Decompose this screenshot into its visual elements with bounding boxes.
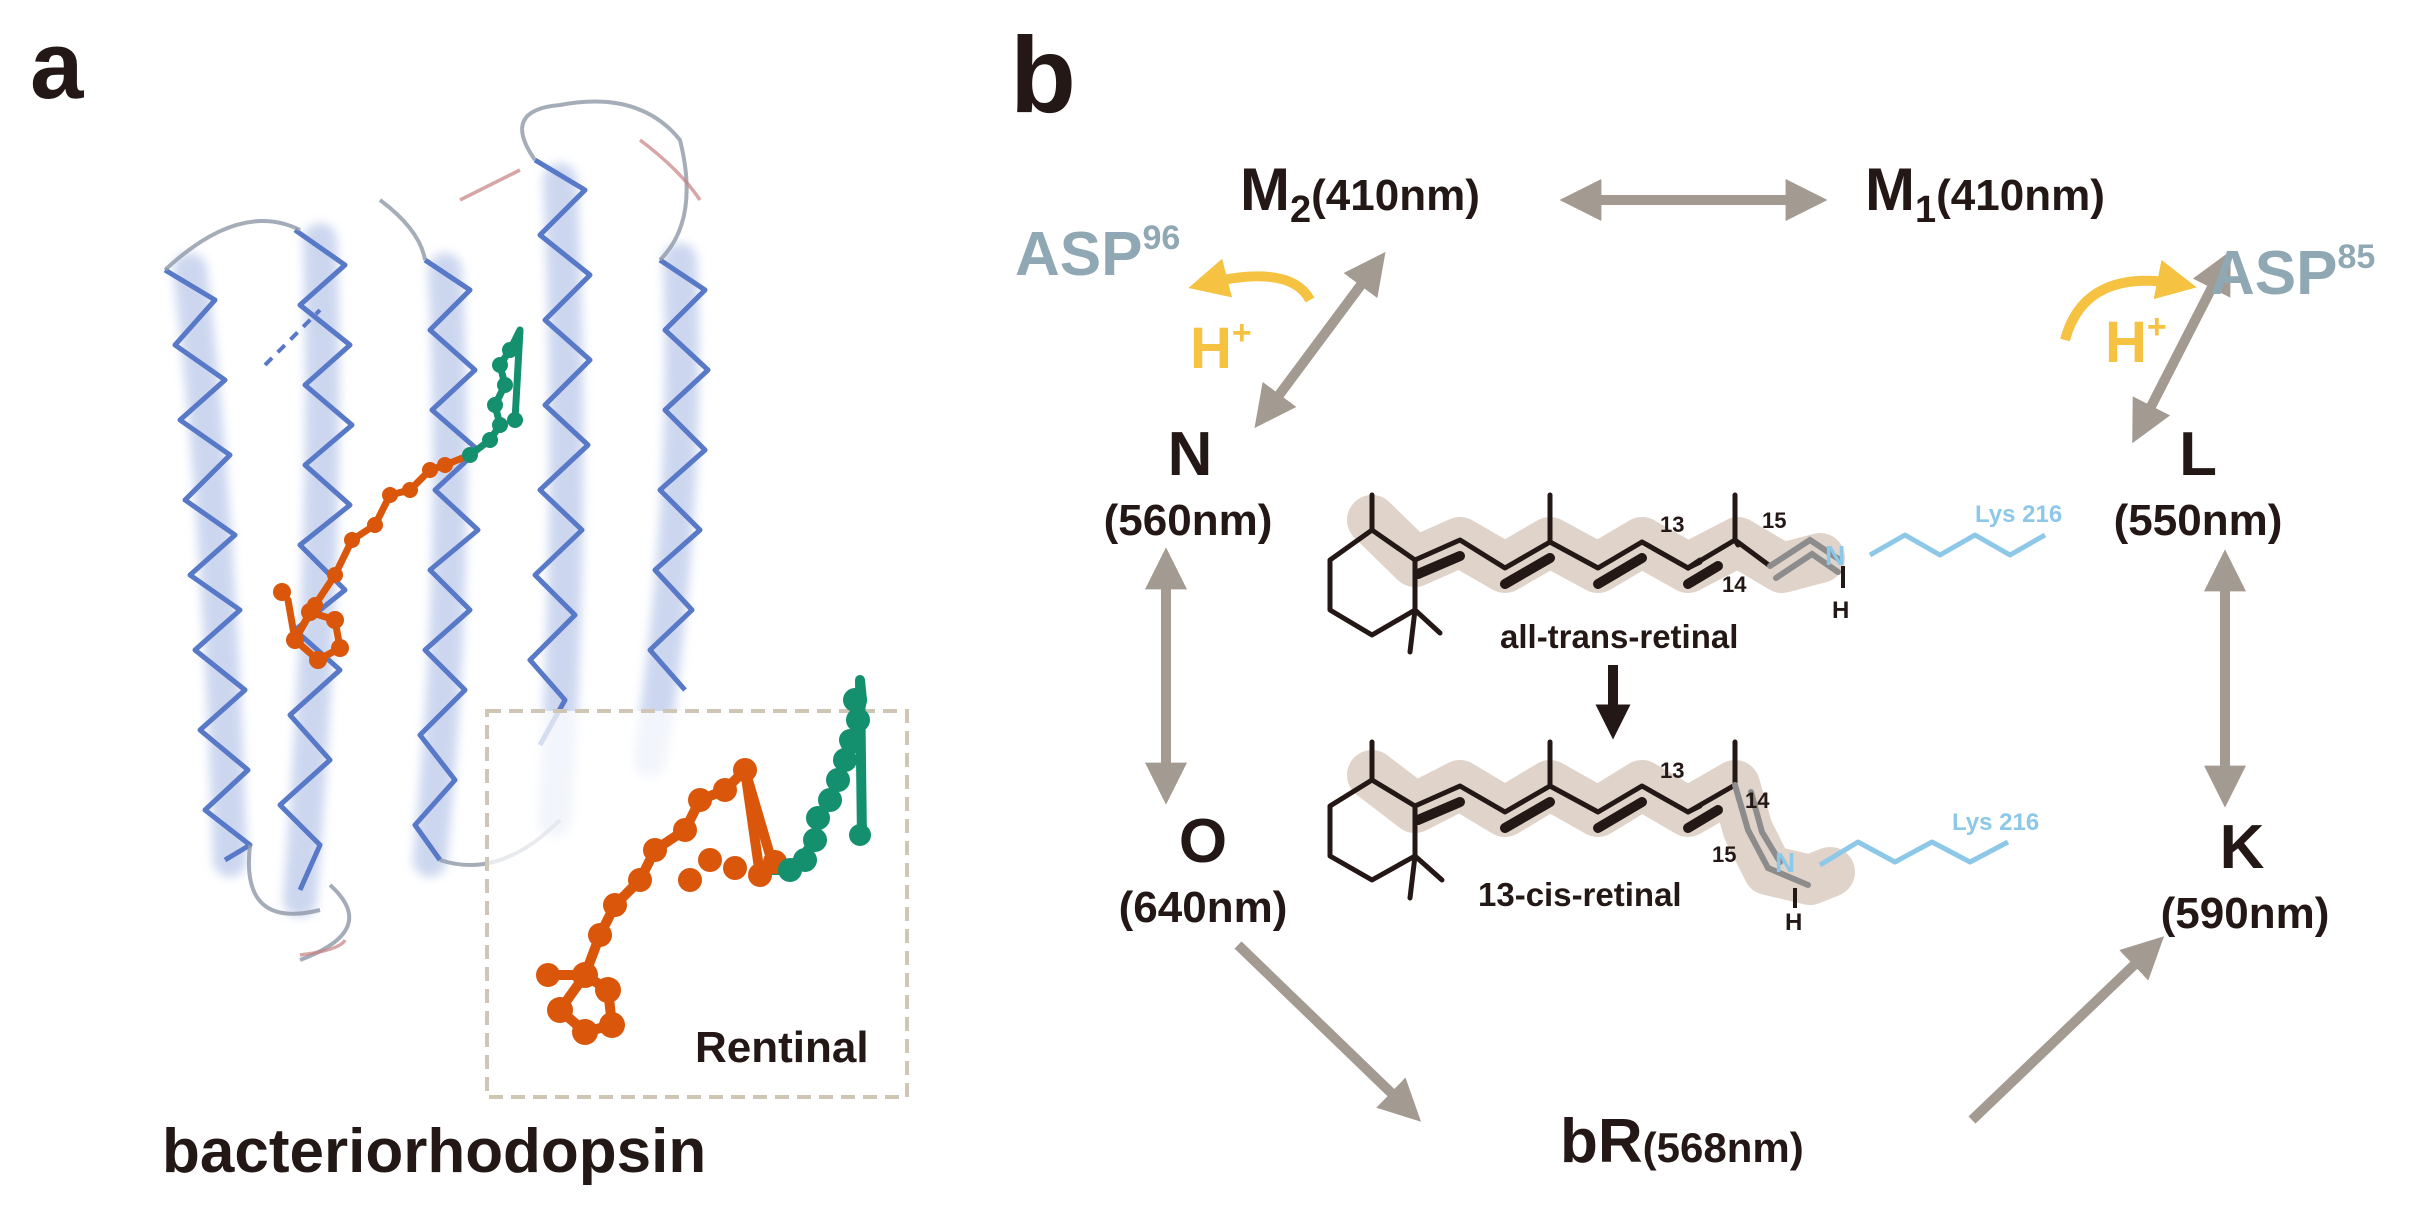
arrow-br-k bbox=[1968, 936, 2165, 1124]
state-l-wavelength: (550nm) bbox=[2114, 496, 2283, 545]
proton-right: H+ bbox=[2105, 308, 2167, 375]
13-cis-c13: 13 bbox=[1660, 758, 1684, 783]
13-cis-lys: Lys 216 bbox=[1952, 809, 2039, 836]
loop-red-layer bbox=[299, 138, 702, 957]
proton-left: H+ bbox=[1190, 314, 1252, 381]
13-cis-retinal-structure: 13-cis-retinal 13 14 15 N H Lys 216 bbox=[1327, 739, 2039, 936]
state-m2: M2(410nm) bbox=[1240, 156, 1480, 231]
13-cis-c14: 14 bbox=[1745, 788, 1770, 813]
state-o-wavelength: (640nm) bbox=[1119, 883, 1288, 932]
all-trans-h: H bbox=[1832, 597, 1849, 624]
state-br-name: bR bbox=[1560, 1107, 1643, 1176]
state-k-wavelength: (590nm) bbox=[2161, 889, 2330, 938]
bacteriorhodopsin-structure bbox=[163, 99, 711, 962]
all-trans-c15: 15 bbox=[1762, 508, 1786, 533]
proton-right-name: H bbox=[2105, 310, 2147, 375]
state-n-wavelength: (560nm) bbox=[1104, 496, 1273, 545]
state-m1: M1(410nm) bbox=[1865, 156, 2105, 231]
state-br-wavelength: (568nm) bbox=[1643, 1124, 1804, 1171]
all-trans-c14: 14 bbox=[1722, 572, 1747, 597]
proton-left-sup: + bbox=[1232, 314, 1252, 352]
state-o-name: O bbox=[1179, 807, 1227, 876]
all-trans-n: N bbox=[1825, 540, 1845, 571]
asp85-sup: 85 bbox=[2337, 238, 2375, 276]
13-cis-h: H bbox=[1785, 909, 1802, 936]
panel-b: b M2(410nm) M1(410nm) N (560nm) L (550nm… bbox=[1010, 14, 2375, 1176]
all-trans-retinal-structure: all-trans-retinal 13 14 15 N H Lys 216 bbox=[1327, 492, 2062, 655]
proton-right-sup: + bbox=[2147, 308, 2167, 346]
c14-bond-top bbox=[1733, 537, 1772, 569]
dashed-loop bbox=[263, 308, 322, 367]
arrow-o-br bbox=[1234, 941, 1422, 1122]
state-m2-sub: 2 bbox=[1290, 189, 1311, 231]
all-trans-c13: 13 bbox=[1660, 512, 1684, 537]
state-n-name: N bbox=[1168, 420, 1213, 489]
retinal-inset-model bbox=[536, 675, 871, 1045]
cycle-arrows bbox=[1145, 179, 2246, 1124]
13-cis-c15: 15 bbox=[1712, 842, 1736, 867]
state-m2-wavelength: (410nm) bbox=[1311, 171, 1480, 220]
all-trans-lys: Lys 216 bbox=[1975, 501, 2062, 528]
asp96-sup: 96 bbox=[1142, 219, 1180, 257]
arrow-n-m2 bbox=[1254, 251, 1386, 429]
all-trans-label: all-trans-retinal bbox=[1500, 618, 1738, 655]
state-br: bR(568nm) bbox=[1560, 1107, 1804, 1176]
state-m1-sub: 1 bbox=[1915, 189, 1936, 231]
protein-caption: bacteriorhodopsin bbox=[162, 1117, 706, 1186]
asp96-label: ASP96 bbox=[1015, 219, 1180, 289]
13-cis-n: N bbox=[1775, 847, 1795, 878]
state-l-name: L bbox=[2179, 420, 2217, 489]
arrow-m1-l bbox=[2132, 250, 2231, 444]
retinal-inset-label: Rentinal bbox=[695, 1023, 869, 1072]
proton-arrow-right bbox=[2060, 259, 2197, 342]
state-m1-name: M bbox=[1865, 156, 1915, 223]
state-m2-name: M bbox=[1240, 156, 1290, 223]
proton-arrow-left bbox=[1188, 258, 1315, 303]
asp85-label: ASP85 bbox=[2210, 238, 2375, 308]
state-m1-wavelength: (410nm) bbox=[1936, 171, 2105, 220]
panel-a-letter: a bbox=[30, 12, 84, 119]
retinal-in-protein bbox=[273, 326, 524, 669]
asp85-name: ASP bbox=[2210, 239, 2337, 308]
panel-a: a bbox=[30, 12, 909, 1186]
proton-left-name: H bbox=[1190, 316, 1232, 381]
proton-arrows bbox=[1188, 258, 2197, 342]
13-cis-label: 13-cis-retinal bbox=[1478, 876, 1682, 913]
state-k-name: K bbox=[2220, 813, 2265, 882]
panel-b-letter: b bbox=[1010, 14, 1076, 135]
helix-backbone-layer bbox=[163, 157, 711, 892]
asp96-name: ASP bbox=[1015, 220, 1142, 289]
